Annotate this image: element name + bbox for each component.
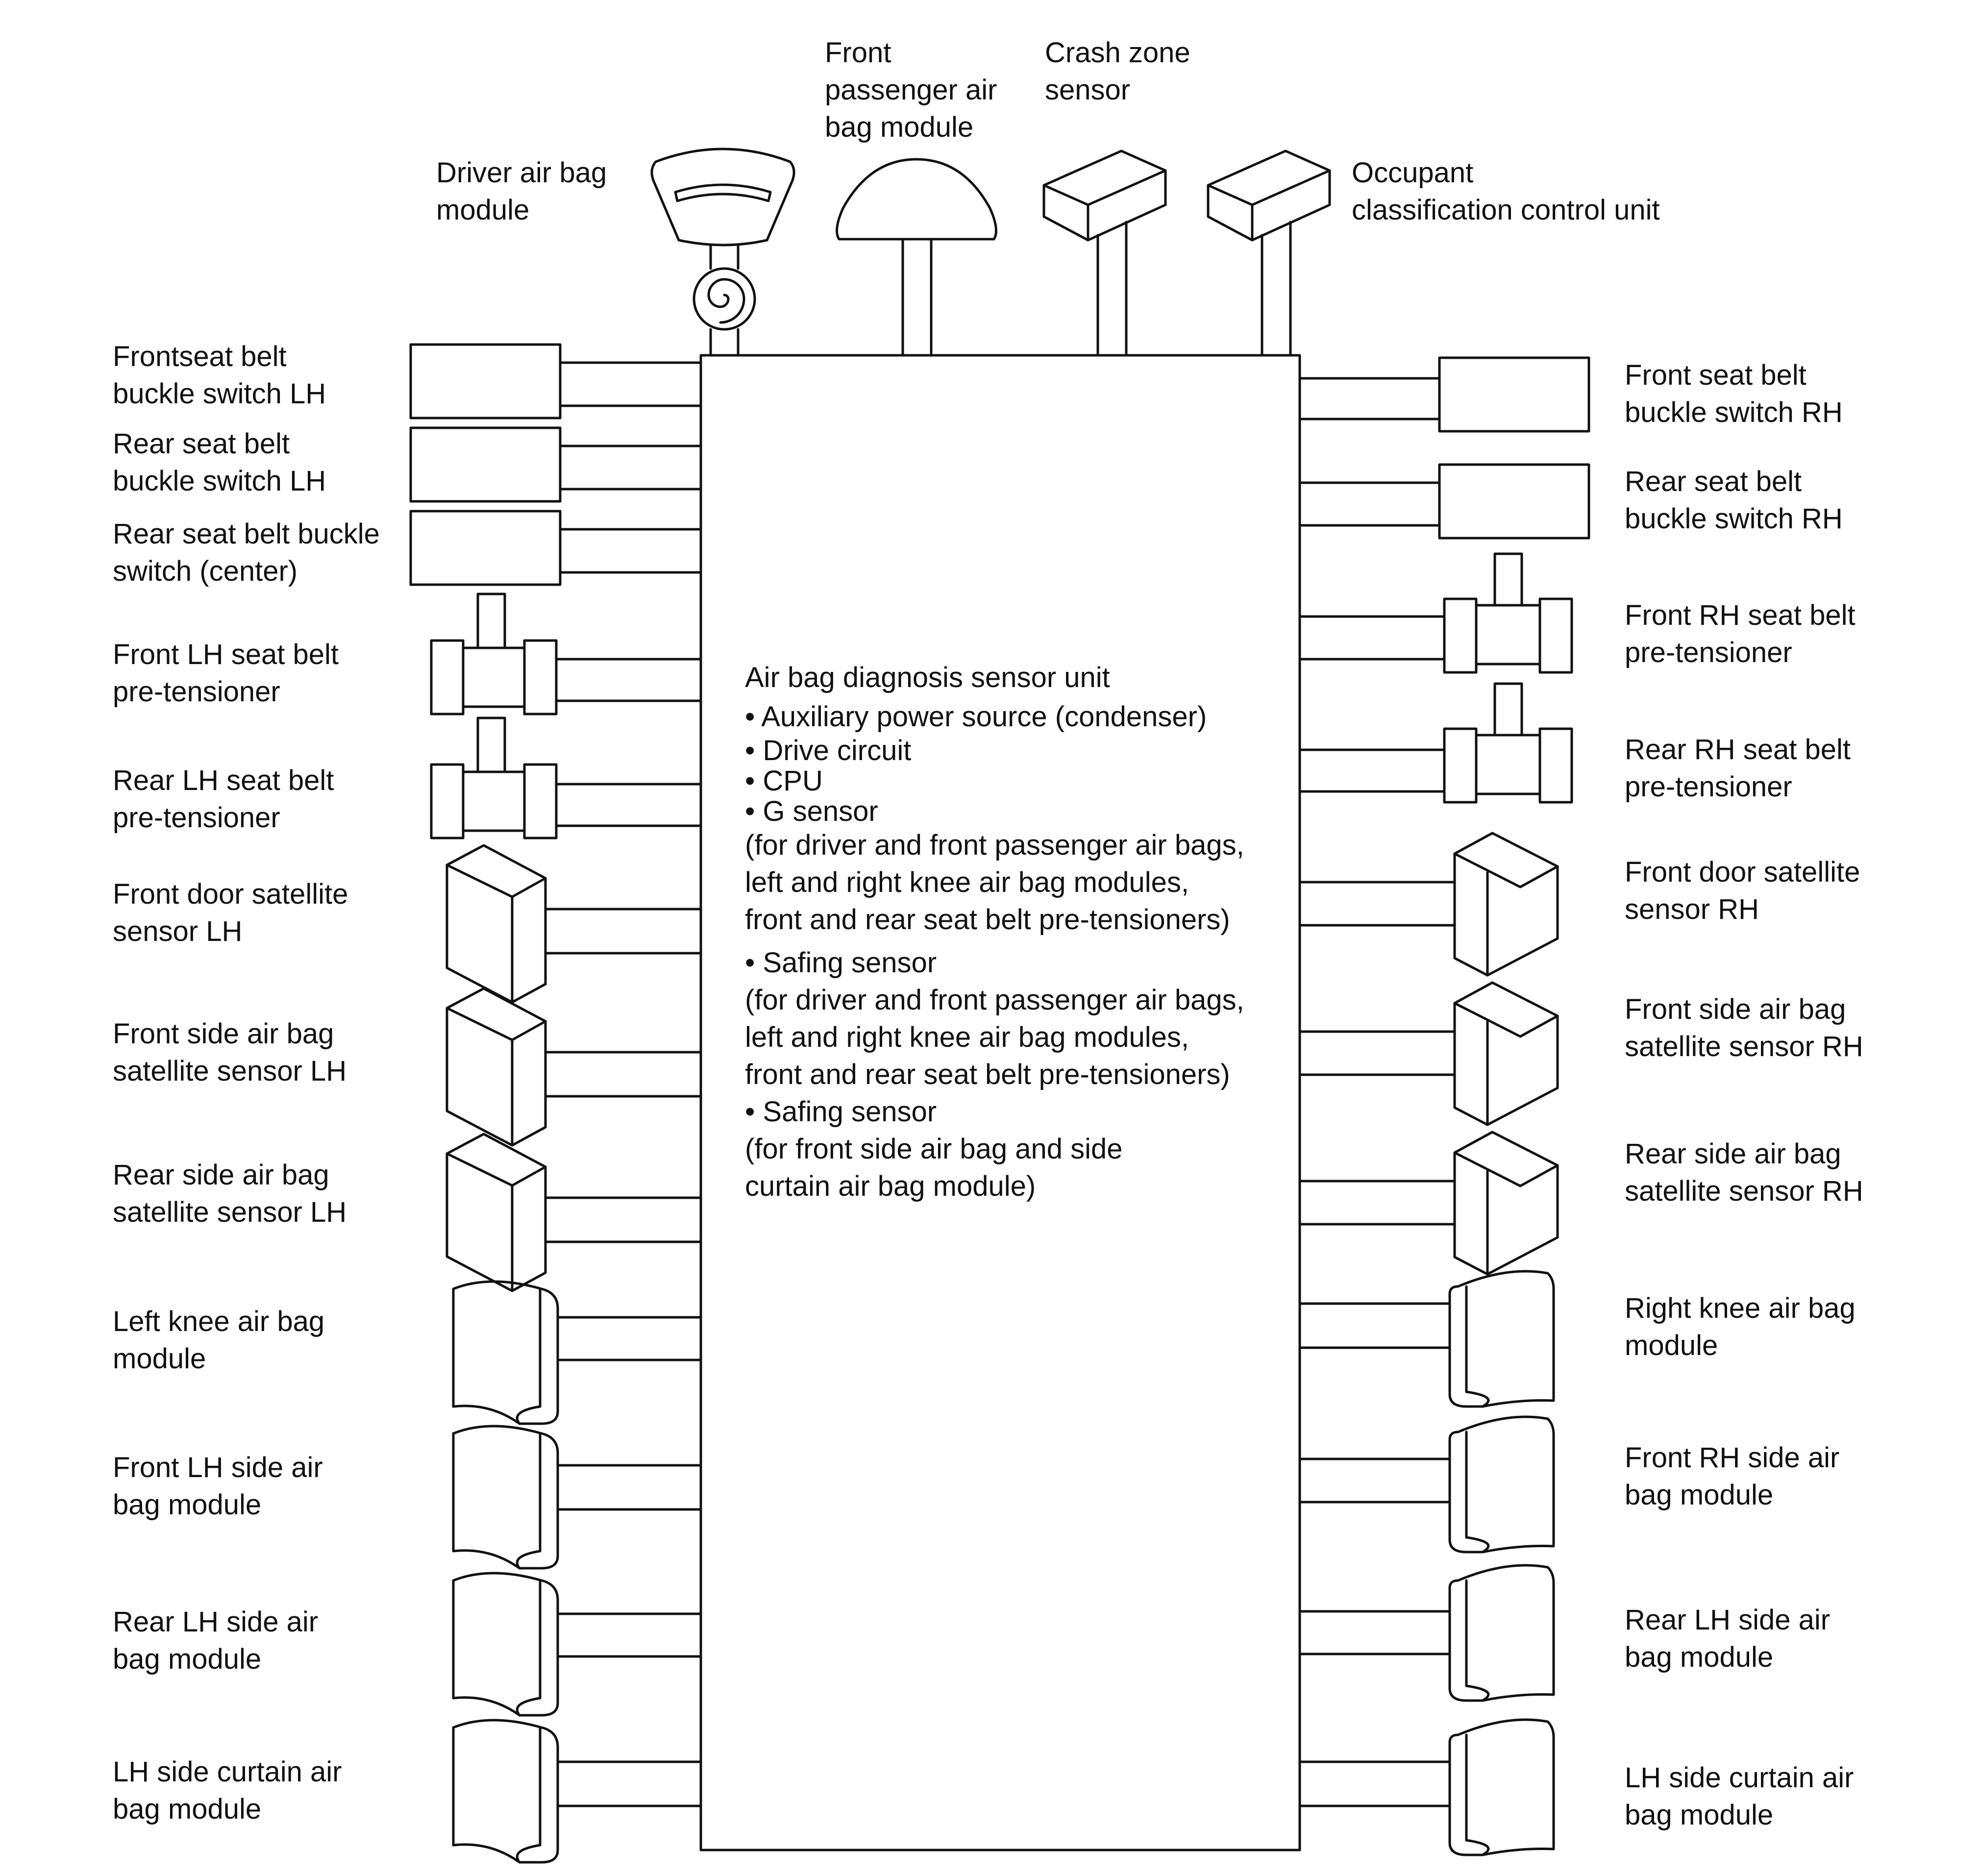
- rear-lh-side-air-bag-module-icon: [452, 1572, 702, 1717]
- bullet-g-sensor: • G sensor: [745, 795, 878, 827]
- left-label-rear-lh-pre-tensioner: Rear LH seat belt pre-tensioner: [113, 765, 334, 834]
- occupant-classification-control-unit-icon: [1207, 149, 1331, 357]
- left-label-rear-seat-belt-buckle-switch-center: Rear seat belt buckle switch (center): [113, 518, 380, 587]
- bullet-safing-sensor-1: • Safing sensor: [745, 947, 937, 979]
- bullet-auxiliary-power-source: • Auxiliary power source (condenser): [745, 701, 1207, 733]
- front-rh-seat-belt-pre-tensioner-icon: [1298, 552, 1573, 674]
- side-safing-note-line-2: curtain air bag module): [745, 1170, 1036, 1202]
- front-passenger-air-bag-module-label: Front passenger air bag module: [825, 37, 997, 143]
- right-label-front-rh-pre-tensioner: Front RH seat belt pre-tensioner: [1625, 599, 1856, 668]
- air-bag-diagnosis-sensor-unit: [699, 354, 1301, 1851]
- front-lh-side-air-bag-module-icon: [452, 1425, 702, 1570]
- right-label-front-side-satellite-sensor-rh: Front side air bag satellite sensor RH: [1625, 993, 1863, 1062]
- rear-rh-seat-belt-pre-tensioner-icon: [1298, 682, 1573, 804]
- left-label-lh-side-curtain-air-bag: LH side curtain air bag module: [113, 1756, 342, 1825]
- lh-side-curtain-air-bag-module-icon: [452, 1719, 702, 1864]
- front-passenger-air-bag-module-icon: [836, 158, 997, 357]
- right-label-rear-seat-belt-buckle-switch-rh: Rear seat belt buckle switch RH: [1625, 466, 1843, 535]
- left-knee-air-bag-module-icon: [452, 1280, 702, 1425]
- front-seat-belt-buckle-switch-lh-icon: [409, 343, 702, 420]
- g-sensor-note-line-2: left and right knee air bag modules,: [745, 866, 1189, 898]
- right-label-front-door-satellite-sensor-rh: Front door satellite sensor RH: [1625, 856, 1860, 925]
- rear-seat-belt-buckle-switch-rh-icon: [1298, 463, 1590, 540]
- left-label-left-knee-air-bag: Left knee air bag module: [113, 1306, 325, 1375]
- bullet-cpu: • CPU: [745, 765, 823, 797]
- g-sensor-note-line-1: (for driver and front passenger air bags…: [745, 829, 1244, 861]
- rear-rh-side-air-bag-module-icon: [1298, 1564, 1555, 1702]
- sensor-unit-title: Air bag diagnosis sensor unit: [745, 662, 1110, 693]
- safing-note-line-2: left and right knee air bag modules,: [745, 1021, 1189, 1053]
- front-side-air-bag-satellite-sensor-rh-icon: [1298, 981, 1559, 1126]
- crash-zone-sensor-icon: [1042, 149, 1167, 357]
- left-label-front-lh-side-air-bag: Front LH side air bag module: [113, 1452, 323, 1521]
- front-lh-seat-belt-pre-tensioner-icon: [430, 592, 702, 716]
- left-label-front-side-satellite-sensor-lh: Front side air bag satellite sensor LH: [113, 1018, 347, 1087]
- right-label-front-seat-belt-buckle-switch-rh: Front seat belt buckle switch RH: [1625, 359, 1843, 428]
- right-label-right-knee-air-bag: Right knee air bag module: [1625, 1292, 1856, 1361]
- left-label-rear-side-satellite-sensor-lh: Rear side air bag satellite sensor LH: [113, 1159, 347, 1228]
- occupant-classification-control-unit-label: Occupant classification control unit: [1352, 157, 1660, 226]
- bullet-safing-sensor-2: • Safing sensor: [745, 1096, 937, 1128]
- right-label-rear-side-air-bag: Rear LH side air bag module: [1625, 1604, 1831, 1673]
- front-door-satellite-sensor-lh-icon: [446, 844, 702, 1004]
- left-label-rear-lh-side-air-bag: Rear LH side air bag module: [113, 1606, 319, 1675]
- safing-note-line-1: (for driver and front passenger air bags…: [745, 984, 1244, 1016]
- rh-side-curtain-air-bag-module-icon: [1298, 1718, 1555, 1856]
- front-seat-belt-buckle-switch-rh-icon: [1298, 356, 1590, 433]
- front-side-air-bag-satellite-sensor-lh-icon: [446, 987, 702, 1147]
- right-label-side-curtain-air-bag: LH side curtain air bag module: [1625, 1762, 1854, 1831]
- left-label-front-door-satellite-sensor-lh: Front door satellite sensor LH: [113, 878, 348, 947]
- right-knee-air-bag-module-icon: [1298, 1270, 1555, 1408]
- rear-side-air-bag-satellite-sensor-rh-icon: [1298, 1131, 1559, 1276]
- driver-air-bag-module-label: Driver air bag module: [436, 157, 607, 226]
- rear-side-air-bag-satellite-sensor-lh-icon: [446, 1133, 702, 1292]
- left-label-front-seat-belt-buckle-switch-lh: Frontseat belt buckle switch LH: [113, 341, 326, 410]
- driver-air-bag-module-icon: [650, 148, 795, 357]
- rear-seat-belt-buckle-switch-lh-icon: [409, 426, 702, 503]
- g-sensor-note-line-3: front and rear seat belt pre-tensioners): [745, 904, 1230, 936]
- crash-zone-sensor-label: Crash zone sensor: [1045, 37, 1190, 106]
- safing-note-line-3: front and rear seat belt pre-tensioners): [745, 1059, 1230, 1090]
- front-door-satellite-sensor-rh-icon: [1298, 832, 1559, 977]
- sensor-unit-description: Air bag diagnosis sensor unit • Auxiliar…: [745, 659, 1244, 1205]
- left-label-front-lh-pre-tensioner: Front LH seat belt pre-tensioner: [113, 639, 339, 708]
- left-label-rear-seat-belt-buckle-switch-lh: Rear seat belt buckle switch LH: [113, 428, 326, 497]
- right-label-front-rh-side-air-bag: Front RH side air bag module: [1625, 1442, 1840, 1511]
- rear-lh-seat-belt-pre-tensioner-icon: [430, 716, 702, 839]
- right-label-rear-side-satellite-sensor-rh: Rear side air bag satellite sensor RH: [1625, 1138, 1863, 1207]
- front-rh-side-air-bag-module-icon: [1298, 1415, 1555, 1554]
- bullet-drive-circuit: • Drive circuit: [745, 735, 912, 766]
- side-safing-note-line-1: (for front side air bag and side: [745, 1133, 1123, 1165]
- rear-seat-belt-buckle-switch-center-icon: [409, 510, 702, 586]
- right-label-rear-rh-pre-tensioner: Rear RH seat belt pre-tensioner: [1625, 734, 1851, 803]
